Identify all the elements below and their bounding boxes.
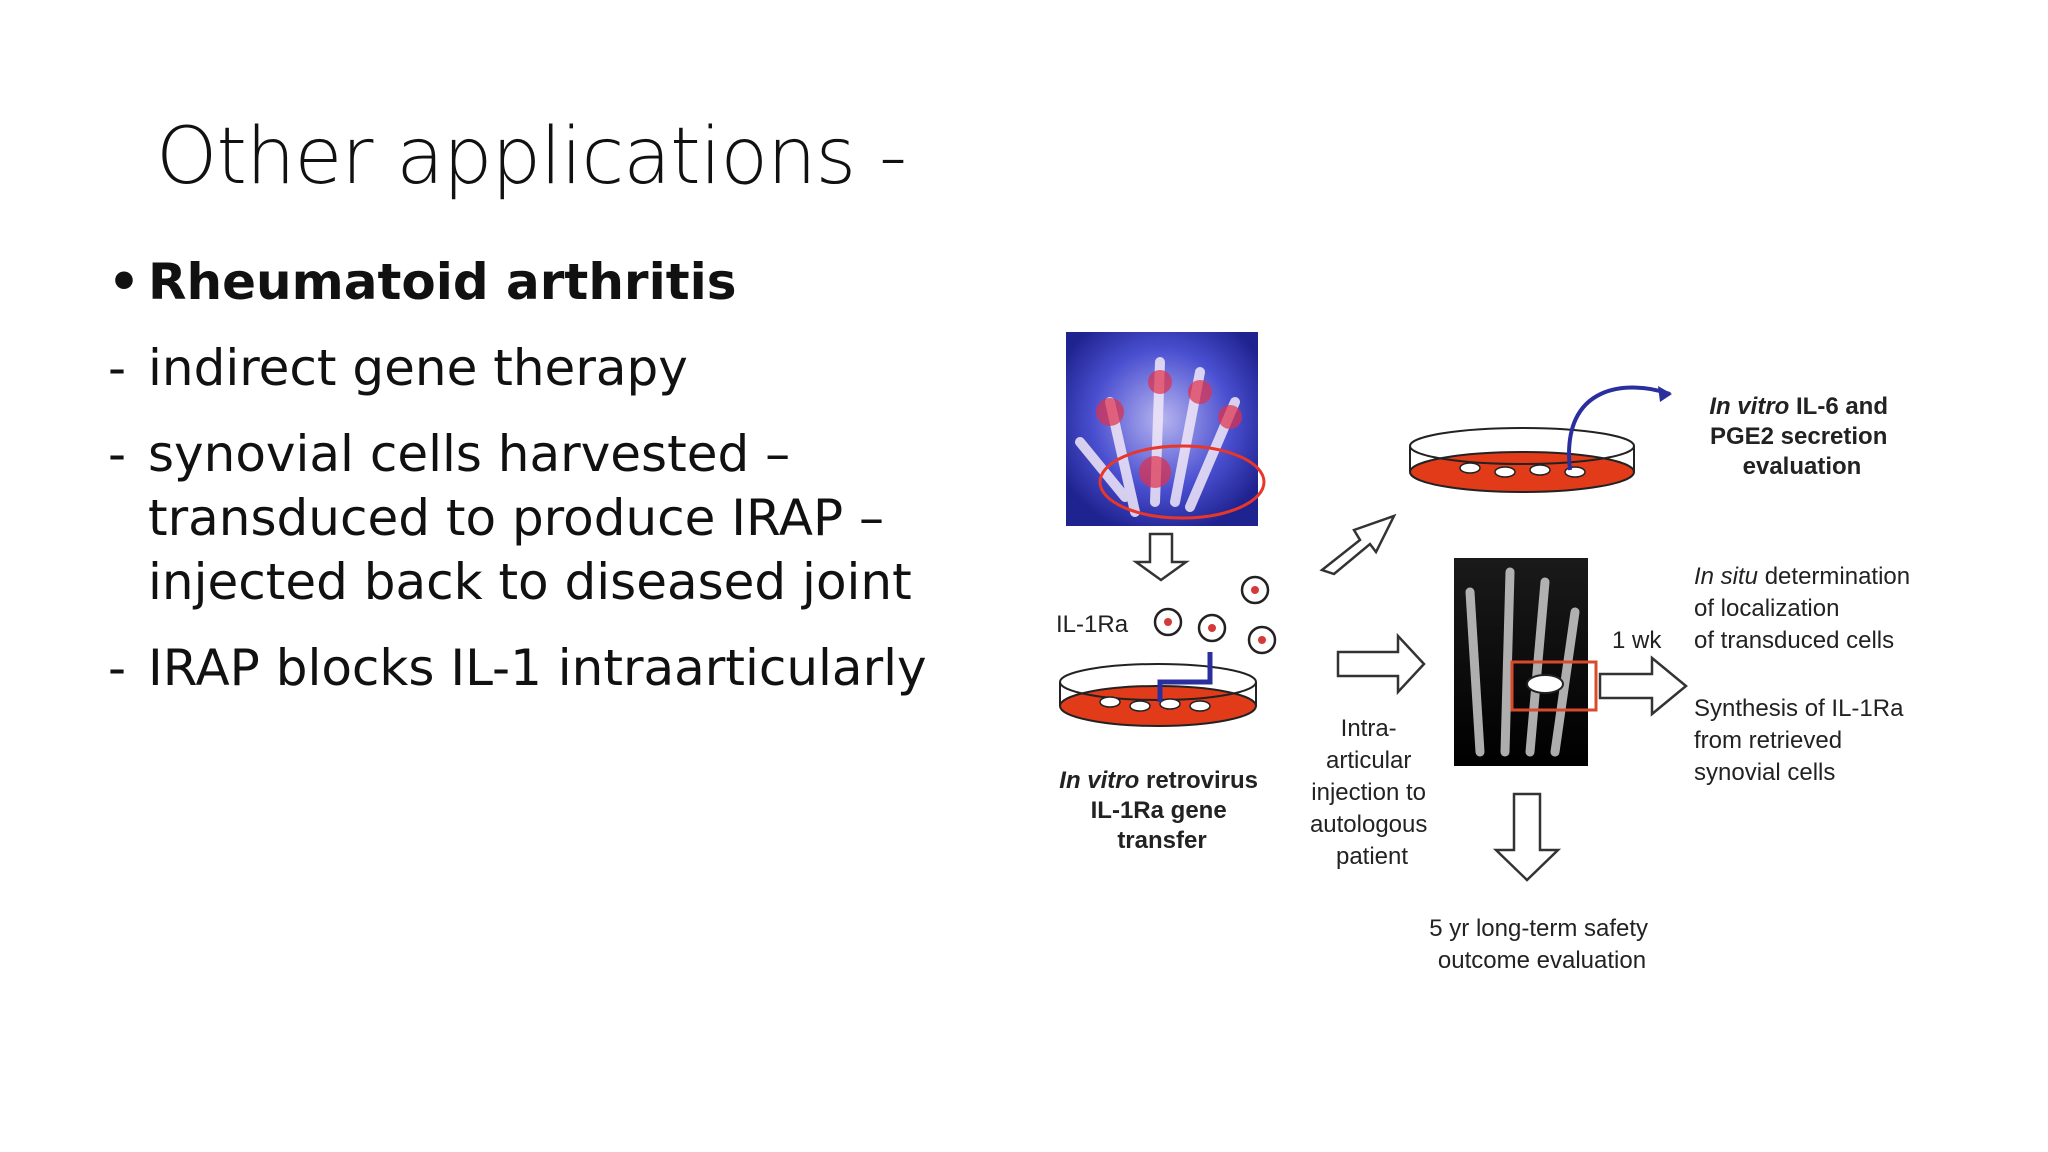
bullet-item: - indirect gene therapy <box>108 336 968 400</box>
bullet-marker: - <box>108 339 127 397</box>
bullet-marker: - <box>108 639 127 697</box>
bullet-marker: • <box>108 253 140 311</box>
safety-label: 5 yr long-term safety outcome evaluation <box>1429 915 1654 974</box>
duration-label: 1 wk <box>1612 627 1662 654</box>
bullet-text: synovial cells harvested – transduced to… <box>148 425 912 611</box>
secretion-label: In vitro IL-6 and PGE2 secretion evaluat… <box>1709 393 1894 480</box>
hollow-arrow-icon <box>1492 792 1562 882</box>
petri-dish-icon <box>1409 427 1635 493</box>
bullet-text: indirect gene therapy <box>148 339 688 397</box>
in-vitro-transfer-label: In vitro retrovirus IL-1Ra gene transfer <box>1059 767 1264 854</box>
in-situ-label: In situ determination of localization of… <box>1694 563 1917 654</box>
slide-title: Other applications - <box>156 112 907 202</box>
irap-gene-therapy-diagram: IL-1Ra In vitro retrovirus IL-1Ra gene t… <box>1040 322 2000 1002</box>
bullet-text: Rheumatoid arthritis <box>148 253 737 311</box>
hollow-arrow-icon <box>1132 532 1190 582</box>
petri-dish-icon <box>1059 663 1257 727</box>
injection-label: Intra- articular injection to autologous… <box>1310 715 1434 870</box>
hollow-arrow-icon <box>1319 513 1397 576</box>
hollow-arrow-icon <box>1336 632 1426 696</box>
hollow-arrow-icon <box>1598 655 1688 717</box>
bullet-item: • Rheumatoid arthritis <box>108 250 968 314</box>
il1ra-label: IL-1Ra <box>1056 611 1129 638</box>
secretion-flow-arrow <box>1567 385 1671 471</box>
bullet-marker: - <box>108 425 127 483</box>
synthesis-label: Synthesis of IL-1Ra from retrieved synov… <box>1694 695 1910 786</box>
hand-xray-image <box>1066 332 1266 526</box>
xray-image <box>1454 558 1598 766</box>
bullet-item: - synovial cells harvested – transduced … <box>108 422 948 614</box>
bullet-item: - IRAP blocks IL-1 intraarticularly <box>108 636 968 700</box>
bullet-list: • Rheumatoid arthritis - indirect gene t… <box>108 250 968 722</box>
bullet-text: IRAP blocks IL-1 intraarticularly <box>148 639 927 697</box>
